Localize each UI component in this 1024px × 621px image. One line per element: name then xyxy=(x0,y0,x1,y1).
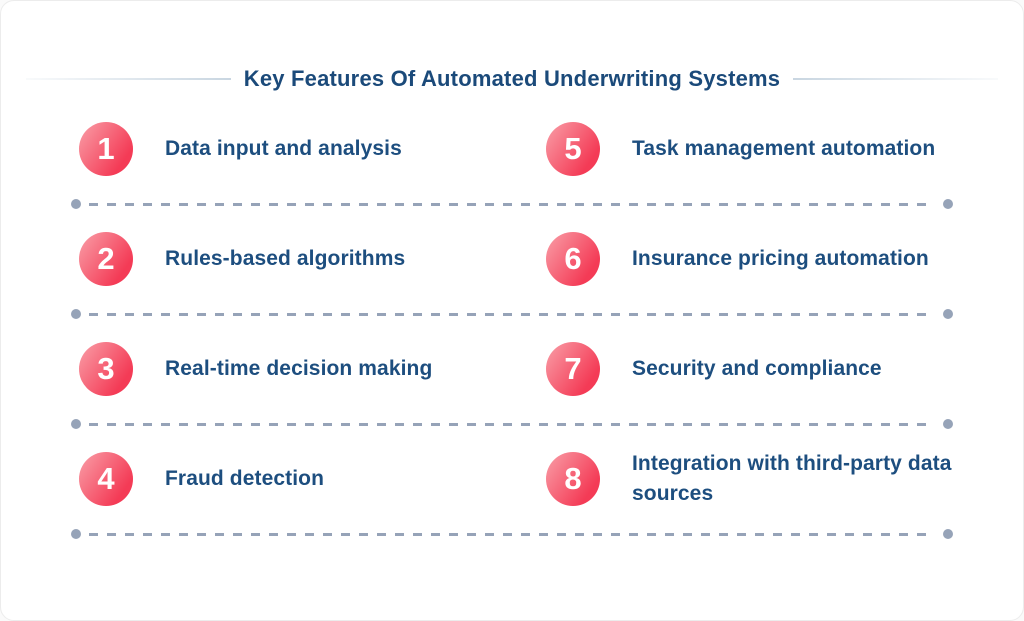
feature-row: 1 Data input and analysis 5 Task managem… xyxy=(1,111,1023,187)
feature-label: Integration with third-party data source… xyxy=(632,452,952,505)
separator-dot-right xyxy=(943,309,953,319)
feature-item-7: 7 Security and compliance xyxy=(546,342,1023,396)
dashed-separator xyxy=(71,187,953,221)
separator-dot-left xyxy=(71,529,81,539)
number-badge: 3 xyxy=(79,342,133,396)
header-divider-right xyxy=(793,78,999,80)
feature-item-8: 8 Integration with third-party data sour… xyxy=(546,449,1023,509)
dashed-separator xyxy=(71,517,953,551)
feature-item-4: 4 Fraud detection xyxy=(79,452,546,506)
dashed-separator xyxy=(71,407,953,441)
number-badge: 4 xyxy=(79,452,133,506)
feature-list: 1 Data input and analysis 5 Task managem… xyxy=(1,111,1023,551)
feature-label: Security and compliance xyxy=(632,357,882,380)
feature-label: Rules-based algorithms xyxy=(165,247,406,270)
feature-label: Real-time decision making xyxy=(165,357,433,380)
number-badge: 7 xyxy=(546,342,600,396)
feature-label: Data input and analysis xyxy=(165,137,402,160)
feature-item-2: 2 Rules-based algorithms xyxy=(79,232,546,286)
dashed-separator xyxy=(71,297,953,331)
feature-label: Task management automation xyxy=(632,137,936,160)
separator-dot-right xyxy=(943,529,953,539)
header-divider-left xyxy=(25,78,231,80)
number-badge: 2 xyxy=(79,232,133,286)
page-title: Key Features Of Automated Underwriting S… xyxy=(243,66,781,91)
feature-label: Insurance pricing automation xyxy=(632,247,929,270)
separator-dashes xyxy=(89,312,935,316)
separator-dot-left xyxy=(71,309,81,319)
number-badge: 6 xyxy=(546,232,600,286)
separator-dot-right xyxy=(943,199,953,209)
number-badge: 5 xyxy=(546,122,600,176)
feature-label: Fraud detection xyxy=(165,467,325,490)
feature-item-6: 6 Insurance pricing automation xyxy=(546,232,1023,286)
feature-item-5: 5 Task management automation xyxy=(546,122,1023,176)
feature-item-3: 3 Real-time decision making xyxy=(79,342,546,396)
feature-row: 2 Rules-based algorithms 6 Insurance pri… xyxy=(1,221,1023,297)
number-badge: 8 xyxy=(546,452,600,506)
separator-dashes xyxy=(89,422,935,426)
separator-dot-right xyxy=(943,419,953,429)
number-badge: 1 xyxy=(79,122,133,176)
feature-row: 3 Real-time decision making 7 Security a… xyxy=(1,331,1023,407)
feature-row: 4 Fraud detection 8 Integration with thi… xyxy=(1,441,1023,517)
feature-item-1: 1 Data input and analysis xyxy=(79,122,546,176)
separator-dashes xyxy=(89,202,935,206)
separator-dot-left xyxy=(71,419,81,429)
header: Key Features Of Automated Underwriting S… xyxy=(1,64,1023,94)
separator-dot-left xyxy=(71,199,81,209)
separator-dashes xyxy=(89,532,935,536)
